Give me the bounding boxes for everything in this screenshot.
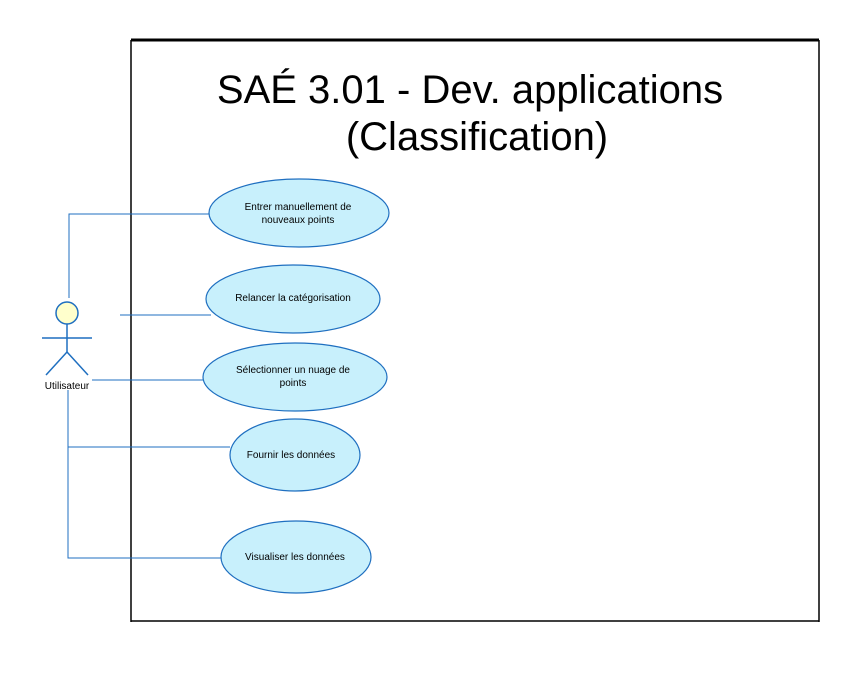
use-case-ellipse — [220, 520, 372, 594]
system-title-line2: (Classification) — [346, 115, 608, 159]
actor-label: Utilisateur — [45, 381, 90, 392]
use-case-visualiser-donnees[interactable]: Visualiser les données — [220, 520, 372, 594]
actor-left-leg — [45, 351, 68, 376]
use-case-ellipse — [205, 264, 381, 334]
system-boundary — [130, 38, 820, 622]
actor-utilisateur[interactable]: Utilisateur — [42, 301, 92, 392]
use-case-label: Sélectionner un nuage de — [236, 365, 350, 376]
system-title-line1: SAÉ 3.01 - Dev. applications — [217, 67, 723, 112]
use-case-entrer-points[interactable]: Entrer manuellement de nouveaux points — [208, 178, 390, 248]
use-case-ellipse — [229, 418, 361, 492]
use-case-selectionner-nuage[interactable]: Sélectionner un nuage de points — [202, 342, 388, 412]
actor-head — [55, 301, 79, 325]
use-case-label: Fournir les données — [247, 450, 335, 461]
association-line-entrer — [68, 213, 210, 298]
use-case-label: Relancer la catégorisation — [235, 293, 351, 304]
association-line-fournir — [67, 390, 230, 448]
actor-right-leg — [66, 351, 89, 376]
associations — [67, 213, 230, 559]
use-case-ellipse — [208, 178, 390, 248]
use-case-fournir-donnees[interactable]: Fournir les données — [229, 418, 361, 492]
use-case-label: Entrer manuellement de — [245, 202, 352, 213]
use-case-ellipse — [202, 342, 388, 412]
use-case-label: Visualiser les données — [245, 552, 345, 563]
use-case-relancer-categorisation[interactable]: Relancer la catégorisation — [205, 264, 381, 334]
association-line-visualiser — [67, 447, 222, 559]
use-case-label: points — [280, 378, 307, 389]
use-case-label: nouveaux points — [262, 215, 335, 226]
